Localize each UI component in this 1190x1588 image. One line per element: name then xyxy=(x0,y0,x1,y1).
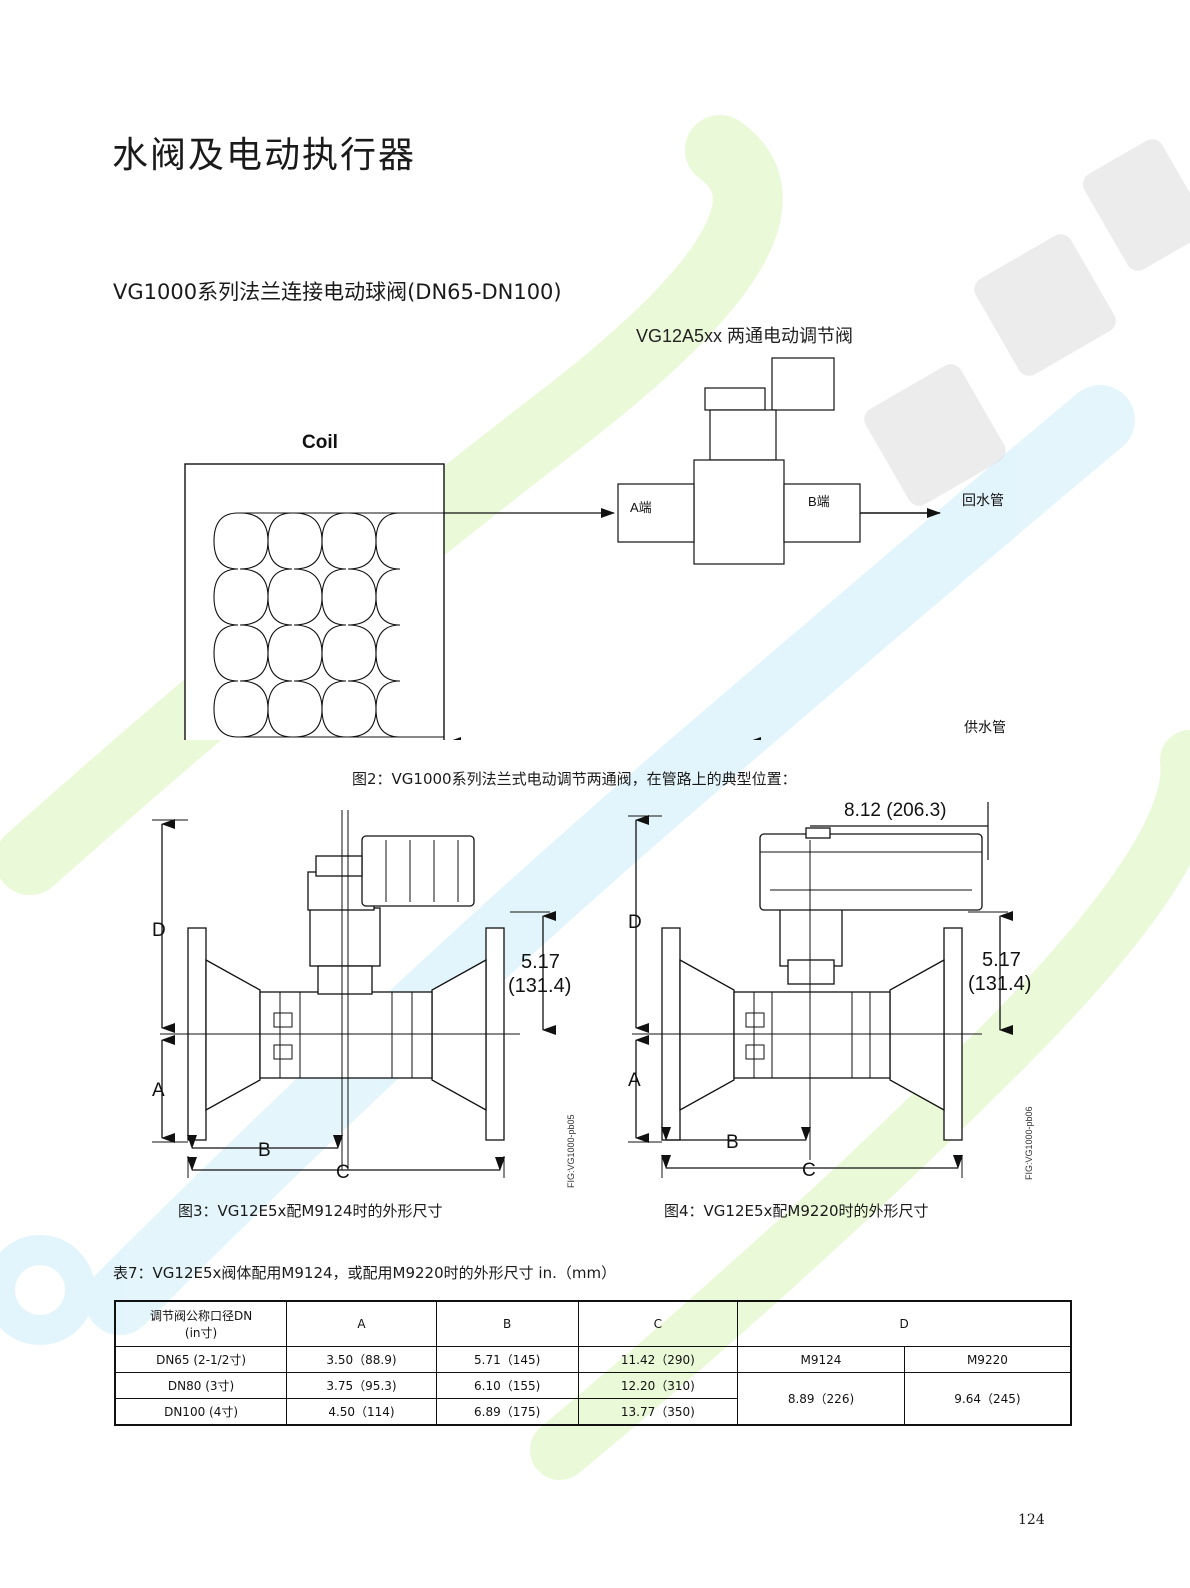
port-b-label: B端 xyxy=(808,494,830,509)
dim-c-label: C xyxy=(802,1160,816,1181)
valve-body xyxy=(693,459,785,565)
coil-label: Coil xyxy=(302,432,338,453)
table-row: DN80 (3寸) 3.75（95.3) 6.10（155) 12.20（310… xyxy=(114,1372,1072,1426)
figure-id: FIG:VG1000-pb06 xyxy=(1024,1106,1034,1180)
figure-id: FIG:VG1000-pb05 xyxy=(566,1114,576,1188)
supply-pipe-label: 供水管 xyxy=(964,719,1006,735)
cell-c: 13.77（350) xyxy=(577,1398,739,1426)
dim-517-mm: (131.4) xyxy=(968,973,1031,995)
figure-4-dimension-drawing: 8.12 (206.3) D A B C 5.17 (131.4) FIG:VG… xyxy=(628,800,1034,1181)
dim-d-label: D xyxy=(152,920,166,941)
table-row: DN100 (4寸) 4.50（114) 6.89（175) 13.77（350… xyxy=(114,1398,1071,1426)
cell-dn: DN100 (4寸) xyxy=(114,1398,288,1426)
valve-port-b xyxy=(783,483,861,543)
dimension-table: 调节阀公称口径DN (in寸) A B C D DN65 (2-1/2寸) 3.… xyxy=(114,1300,1072,1426)
cell-a: 4.50（114) xyxy=(286,1398,437,1426)
cell-c: 12.20（310) xyxy=(577,1372,739,1399)
port-a-label: A端 xyxy=(630,500,652,515)
actuator-box xyxy=(771,357,835,411)
figure-2-caption: 图2：VG1000系列法兰式电动调节两通阀，在管路上的典型位置： xyxy=(352,770,797,788)
header-d: D xyxy=(737,1300,1072,1347)
cell-a: 3.50（88.9) xyxy=(286,1346,437,1373)
table-row: DN65 (2-1/2寸) 3.50（88.9) 5.71（145) 11.42… xyxy=(114,1346,1072,1373)
figure-2-piping-diagram: VG12A5xx 两通电动调节阀 A端 B端 Coil 回水管 供水管 xyxy=(184,326,1006,740)
table-caption: 表7：VG12E5x阀体配用M9124，或配用M9220时的外形尺寸 in.（m… xyxy=(113,1264,617,1282)
figure-4-caption: 图4：VG12E5x配M9220时的外形尺寸 xyxy=(664,1202,929,1220)
dim-517-mm: (131.4) xyxy=(508,975,571,997)
figure-3-caption: 图3：VG12E5x配M9124时的外形尺寸 xyxy=(178,1202,443,1220)
subheader-m9220: M9220 xyxy=(903,1346,1072,1373)
header-b: B xyxy=(435,1300,579,1347)
actuator-stem xyxy=(709,409,777,461)
dim-d-label: D xyxy=(628,912,642,933)
coil-box xyxy=(184,463,445,740)
section-title: VG1000系列法兰连接电动球阀(DN65-DN100) xyxy=(113,280,562,304)
table-header-row: 调节阀公称口径DN (in寸) A B C D xyxy=(114,1300,1072,1347)
figure-3-dimension-drawing: D A B C 5.17 (131.4) FIG:VG1000-pb05 xyxy=(152,810,576,1188)
cell-a: 3.75（95.3) xyxy=(286,1372,437,1399)
cell-c: 11.42（290) xyxy=(577,1346,739,1373)
coil-tubes xyxy=(213,512,444,738)
header-dn: 调节阀公称口径DN (in寸) xyxy=(114,1300,288,1347)
actuator-top xyxy=(704,387,766,411)
page-number: 124 xyxy=(1018,1512,1045,1528)
dim-517-in: 5.17 xyxy=(521,951,560,973)
dim-a-label: A xyxy=(628,1070,641,1091)
cell-d-m9124: 8.89（226) xyxy=(737,1372,905,1426)
header-c: C xyxy=(577,1300,739,1347)
dim-c-label: C xyxy=(336,1162,350,1183)
header-a: A xyxy=(286,1300,437,1347)
dim-a-label: A xyxy=(152,1080,165,1101)
return-pipe-label: 回水管 xyxy=(962,492,1004,508)
cell-dn: DN80 (3寸) xyxy=(114,1372,288,1399)
dim-812-label: 8.12 (206.3) xyxy=(844,800,946,821)
dim-b-label: B xyxy=(258,1140,271,1161)
cell-b: 6.10（155) xyxy=(435,1372,579,1399)
dim-517-in: 5.17 xyxy=(982,949,1021,971)
subheader-m9124: M9124 xyxy=(737,1346,905,1373)
page-title: 水阀及电动执行器 xyxy=(112,135,417,176)
cell-dn: DN65 (2-1/2寸) xyxy=(114,1346,288,1373)
cell-b: 5.71（145) xyxy=(435,1346,579,1373)
cell-b: 6.89（175) xyxy=(435,1398,579,1426)
valve-port-a xyxy=(617,483,695,543)
cell-d-m9220: 9.64（245) xyxy=(903,1372,1072,1426)
valve-title: VG12A5xx 两通电动调节阀 xyxy=(636,326,853,346)
dim-b-label: B xyxy=(726,1132,739,1153)
